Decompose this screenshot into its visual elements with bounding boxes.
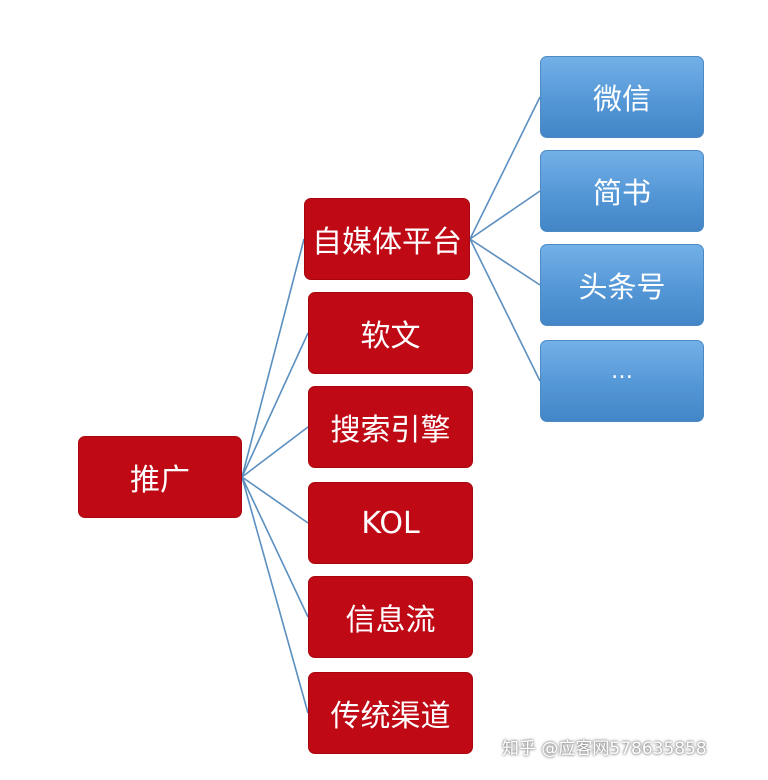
platform-node-label: 微信 xyxy=(592,82,651,116)
root-node-promotion: 推广 xyxy=(78,436,242,518)
connector-media-more xyxy=(469,238,541,382)
platform-node-label: 头条号 xyxy=(578,270,666,304)
platform-node-toutiao: 头条号 xyxy=(540,244,704,326)
connector-root-media xyxy=(241,238,305,478)
channel-node-kol: KOL xyxy=(308,482,473,564)
channel-node-label: 搜索引擎 xyxy=(330,413,451,448)
platform-node-label: … xyxy=(611,359,633,384)
platform-node-label: 简书 xyxy=(592,176,651,210)
connector-media-wechat xyxy=(469,96,541,240)
connector-root-search xyxy=(241,426,309,478)
channel-node-label: 传统渠道 xyxy=(330,699,451,734)
platform-node-more: … xyxy=(540,340,704,422)
channel-node-soft-article: 软文 xyxy=(308,292,473,374)
channel-node-traditional: 传统渠道 xyxy=(308,672,473,754)
connector-root-soft xyxy=(241,332,309,478)
channel-node-label: KOL xyxy=(361,505,420,541)
channel-node-label: 自媒体平台 xyxy=(312,225,462,260)
connector-root-feed xyxy=(241,476,309,618)
channel-node-search-engine: 搜索引擎 xyxy=(308,386,473,468)
connector-root-kol xyxy=(241,476,309,524)
source-watermark: 知乎 @应客网578635858 xyxy=(502,739,707,759)
channel-node-label: 信息流 xyxy=(345,603,436,638)
channel-node-label: 软文 xyxy=(360,319,421,354)
channel-node-info-feed: 信息流 xyxy=(308,576,473,658)
root-node-label: 推广 xyxy=(130,463,190,498)
connector-media-jianshu xyxy=(469,190,541,240)
connector-root-trad xyxy=(241,476,309,714)
channel-node-self-media: 自媒体平台 xyxy=(304,198,470,280)
connector-media-toutiao xyxy=(469,238,541,286)
platform-node-jianshu: 简书 xyxy=(540,150,704,232)
platform-node-wechat: 微信 xyxy=(540,56,704,138)
